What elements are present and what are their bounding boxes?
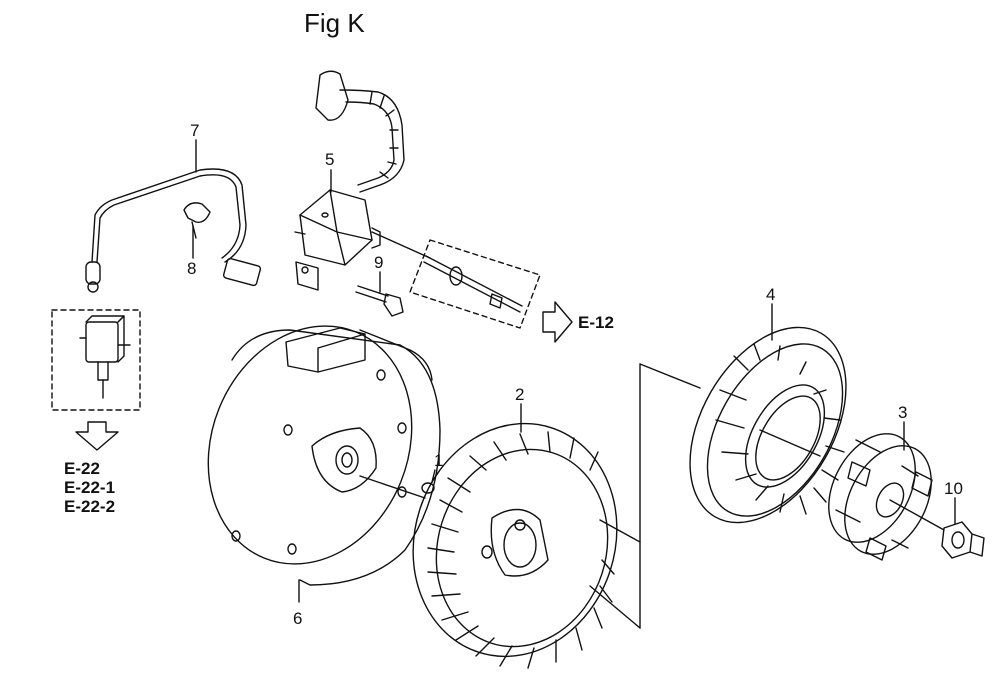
down-arrow-e22 xyxy=(75,421,119,451)
callout-1: 1 xyxy=(434,451,443,470)
ref-e22[interactable]: E-22 xyxy=(64,459,100,478)
figure-title: Fig K xyxy=(304,8,365,38)
callout-3: 3 xyxy=(898,403,907,422)
callout-2: 2 xyxy=(515,385,524,404)
callout-4: 4 xyxy=(766,285,775,304)
bolt-ref-box xyxy=(409,239,541,329)
ref-e12[interactable]: E-12 xyxy=(578,313,614,332)
callout-10: 10 xyxy=(944,479,963,498)
shaft-line xyxy=(359,475,426,499)
leader-e12 xyxy=(371,231,431,259)
part-2-fan xyxy=(412,422,641,669)
part-5-ignition-coil xyxy=(294,70,405,291)
callout-5: 5 xyxy=(325,150,334,169)
part-6-flywheel-housing xyxy=(207,325,441,586)
part-8-clip xyxy=(183,202,211,239)
ref-e22-2[interactable]: E-22-2 xyxy=(64,497,116,516)
callout-6: 6 xyxy=(293,609,302,628)
ignition-unit-box xyxy=(51,309,141,411)
ref-e22-1[interactable]: E-22-1 xyxy=(64,478,116,497)
callout-7: 7 xyxy=(190,121,199,140)
callout-9: 9 xyxy=(374,253,383,272)
assembly-bracket xyxy=(639,363,701,629)
shaft-line-right xyxy=(889,499,945,531)
part-9-bolt xyxy=(355,285,404,317)
callout-8: 8 xyxy=(187,259,196,278)
part-10-nut xyxy=(941,521,985,559)
right-arrow-e12 xyxy=(542,301,573,343)
part-4-starter-pulley xyxy=(689,326,847,524)
part-7-ground-wire xyxy=(85,168,262,293)
